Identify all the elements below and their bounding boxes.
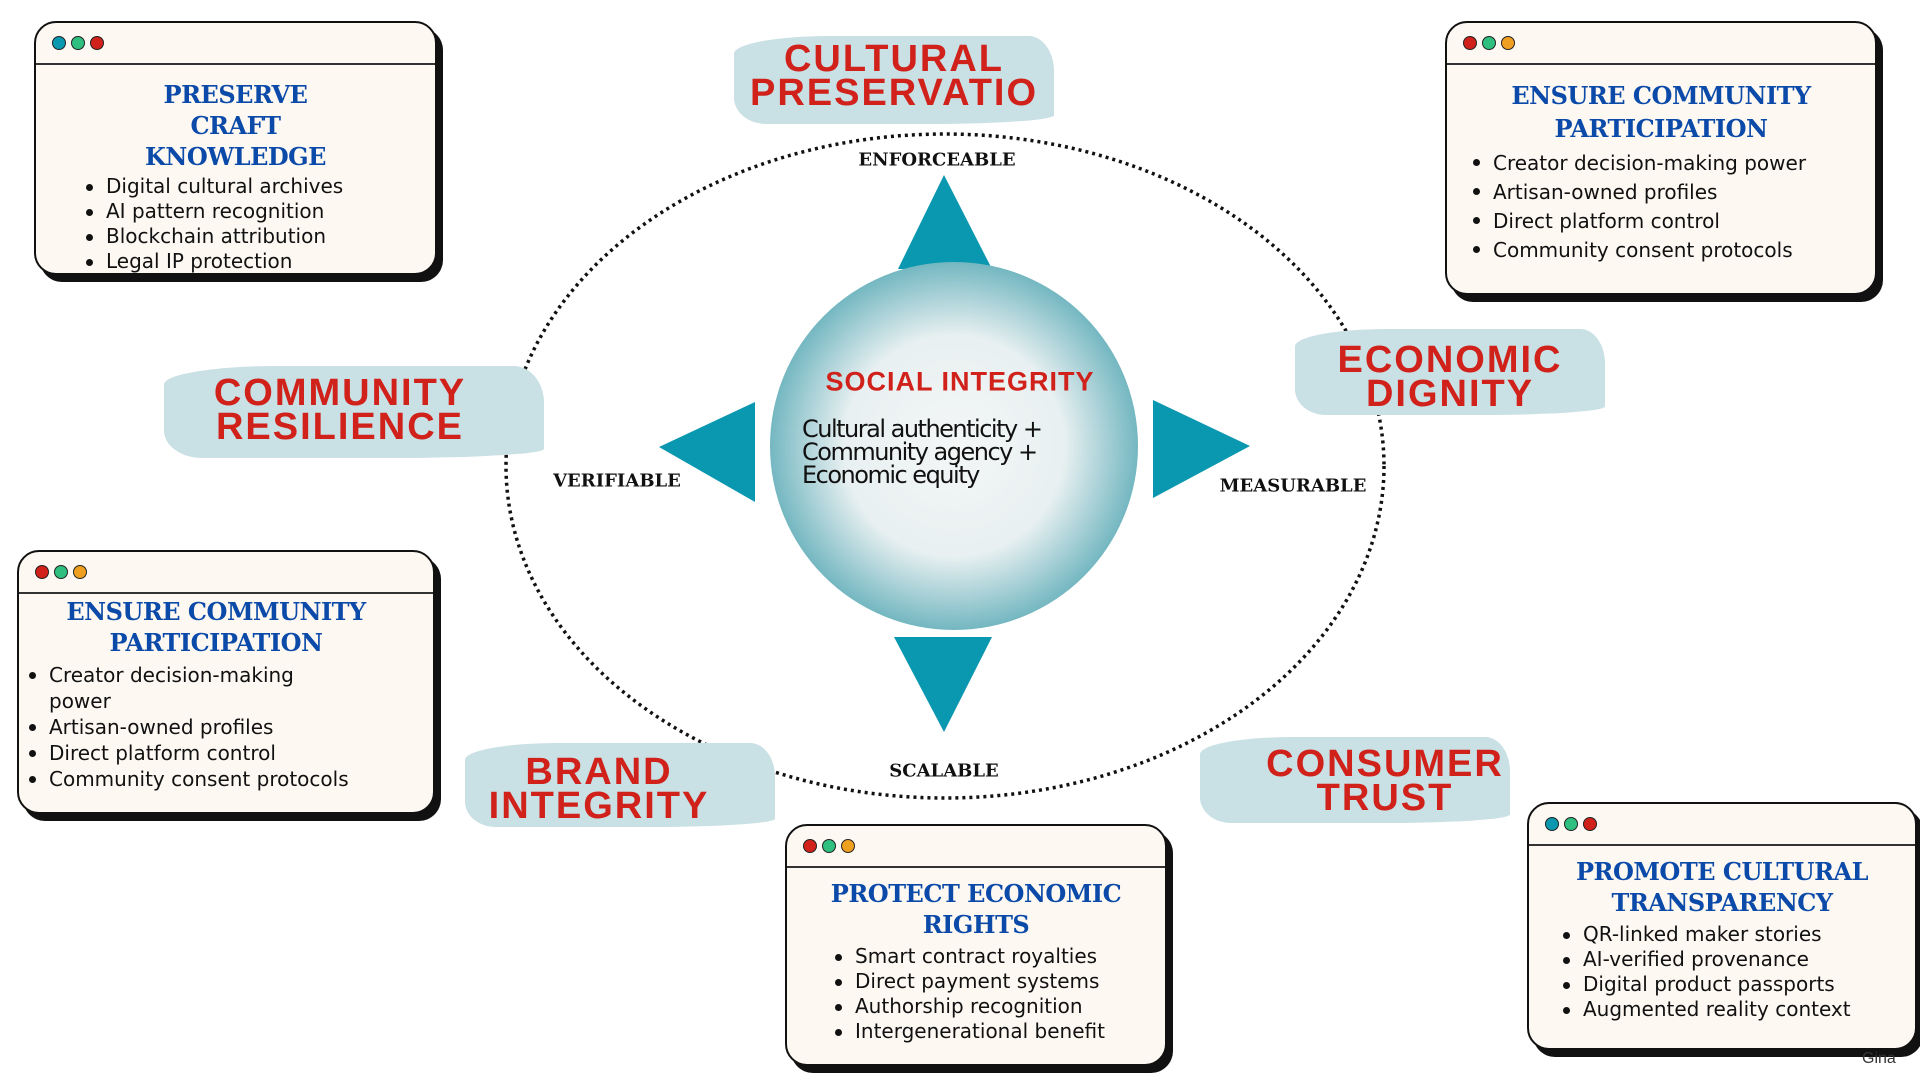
splash — [734, 36, 1054, 124]
dot-icon — [1501, 36, 1515, 50]
list-item: Smart contract royalties — [831, 944, 1165, 969]
window-controls — [1529, 804, 1915, 846]
dotted-cycle-ellipse — [504, 132, 1386, 800]
arrow-up-icon — [898, 175, 992, 269]
list-item: Direct platform control — [1469, 207, 1875, 236]
card-promote-cultural-transparency: PROMOTE CULTURAL TRANSPARENCY QR-linked … — [1527, 802, 1917, 1050]
pillar-line: CULTURAL — [783, 38, 1005, 80]
arrow-down-icon — [894, 637, 992, 732]
dot-icon — [822, 839, 836, 853]
list-item: Creator decision-making power — [25, 662, 355, 714]
pillar-line: TRUST — [1316, 777, 1454, 819]
list-item: Intergenerational benefit — [831, 1019, 1165, 1044]
dot-icon — [54, 565, 68, 579]
pillar-line: DIGNITY — [1365, 373, 1535, 415]
arrow-left-icon — [659, 402, 755, 502]
list-item: Direct payment systems — [831, 969, 1165, 994]
center-line: Cultural authenticity + — [802, 415, 1043, 443]
list-item: Creator decision-making power — [1469, 149, 1875, 178]
axis-label-bottom: SCALABLE — [889, 760, 999, 782]
pillar-line: RESILIENCE — [215, 406, 465, 448]
list-item: Artisan-owned profiles — [1469, 178, 1875, 207]
pillar-line: PRESERVATIO — [749, 72, 1039, 114]
list-item: Authorship recognition — [831, 994, 1165, 1019]
dot-icon — [1482, 36, 1496, 50]
dot-icon — [1583, 817, 1597, 831]
pillar-line: CONSUMER — [1266, 743, 1504, 785]
dot-icon — [1564, 817, 1578, 831]
card-title: ENSURE COMMUNITY PARTICIPATION — [66, 597, 366, 657]
card-preserve-craft: PRESERVE CRAFT KNOWLEDGE Digital cultura… — [34, 21, 437, 275]
axis-label-top: ENFORCEABLE — [858, 149, 1016, 171]
list-item: Community consent protocols — [25, 766, 355, 792]
list-item: QR-linked maker stories — [1559, 922, 1915, 947]
card-community-participation-left: ENSURE COMMUNITY PARTICIPATION Creator d… — [17, 550, 435, 814]
window-controls — [1447, 23, 1875, 65]
dot-icon — [35, 565, 49, 579]
list-item: Direct platform control — [25, 740, 355, 766]
pillar-line: INTEGRITY — [488, 785, 710, 827]
card-title: PROTECT ECONOMIC RIGHTS — [830, 879, 1122, 939]
list-item: Digital product passports — [1559, 972, 1915, 997]
card-title: PRESERVE CRAFT KNOWLEDGE — [145, 80, 326, 171]
dot-icon — [90, 36, 104, 50]
list-item: Community consent protocols — [1469, 236, 1875, 265]
list-item: Digital cultural archives — [82, 174, 435, 199]
list-item: Legal IP protection — [82, 249, 435, 273]
dot-icon — [803, 839, 817, 853]
pillar-line: BRAND — [525, 751, 673, 793]
splash — [164, 366, 544, 458]
center-body: Cultural authenticity + Community agency… — [802, 415, 1043, 489]
splash — [465, 743, 775, 827]
list-item: AI pattern recognition — [82, 199, 435, 224]
list-item: Augmented reality context — [1559, 997, 1915, 1022]
signature: Gina — [1862, 1050, 1896, 1067]
list-item: Blockchain attribution — [82, 224, 435, 249]
pillar-line: ECONOMIC — [1337, 339, 1563, 381]
center-title: SOCIAL INTEGRITY — [825, 366, 1095, 397]
center-line: Community agency + — [802, 438, 1038, 466]
dot-icon — [841, 839, 855, 853]
dot-icon — [52, 36, 66, 50]
dot-icon — [1463, 36, 1477, 50]
axis-label-left: VERIFIABLE — [553, 470, 681, 492]
center-line: Economic equity — [802, 461, 980, 489]
list-item: Artisan-owned profiles — [25, 714, 355, 740]
dot-icon — [73, 565, 87, 579]
center-circle — [770, 262, 1138, 630]
arrow-right-icon — [1153, 400, 1250, 498]
splash — [1200, 737, 1510, 823]
dot-icon — [1545, 817, 1559, 831]
card-title: ENSURE COMMUNITY PARTICIPATION — [1511, 81, 1811, 143]
card-community-participation-top: ENSURE COMMUNITY PARTICIPATION Creator d… — [1445, 21, 1877, 295]
window-controls — [19, 552, 433, 594]
pillar-line: COMMUNITY — [213, 372, 467, 414]
list-item: AI-verified provenance — [1559, 947, 1915, 972]
card-title: PROMOTE CULTURAL TRANSPARENCY — [1575, 857, 1869, 917]
dot-icon — [71, 36, 85, 50]
card-protect-economic-rights: PROTECT ECONOMIC RIGHTS Smart contract r… — [785, 824, 1167, 1066]
window-controls — [36, 23, 435, 65]
axis-label-right: MEASURABLE — [1219, 475, 1367, 497]
splash — [1295, 329, 1605, 415]
window-controls — [787, 826, 1165, 868]
